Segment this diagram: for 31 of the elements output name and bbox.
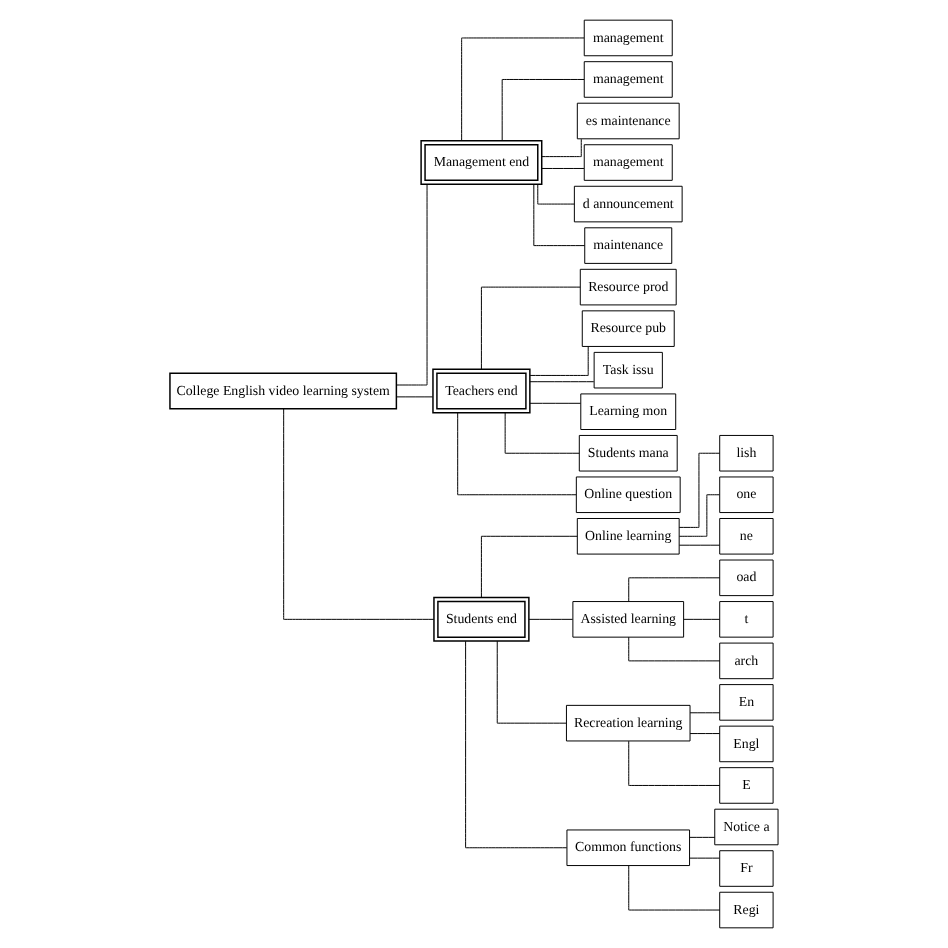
connector — [457, 412, 577, 496]
connector — [689, 733, 721, 735]
connector — [461, 37, 585, 142]
connector — [529, 402, 582, 404]
connector — [678, 452, 721, 528]
connector — [628, 577, 721, 602]
connector — [480, 535, 578, 599]
connector — [689, 712, 721, 714]
connector — [628, 740, 721, 786]
connector — [465, 640, 568, 849]
connector — [496, 640, 567, 724]
connector — [504, 412, 580, 454]
connector — [683, 618, 721, 620]
connector — [541, 138, 582, 158]
connector — [396, 396, 434, 398]
connector — [689, 857, 720, 859]
connector — [678, 544, 721, 546]
connector — [678, 494, 720, 537]
connector — [628, 865, 721, 911]
connector — [529, 346, 589, 376]
connector — [528, 618, 574, 620]
connector — [396, 184, 428, 386]
connector — [628, 636, 721, 662]
connector — [541, 167, 585, 169]
connector — [480, 286, 581, 370]
connector — [529, 381, 595, 383]
connector — [689, 836, 716, 838]
connector — [283, 408, 435, 620]
connector — [501, 79, 585, 142]
connector — [533, 183, 586, 247]
connector — [537, 184, 575, 205]
